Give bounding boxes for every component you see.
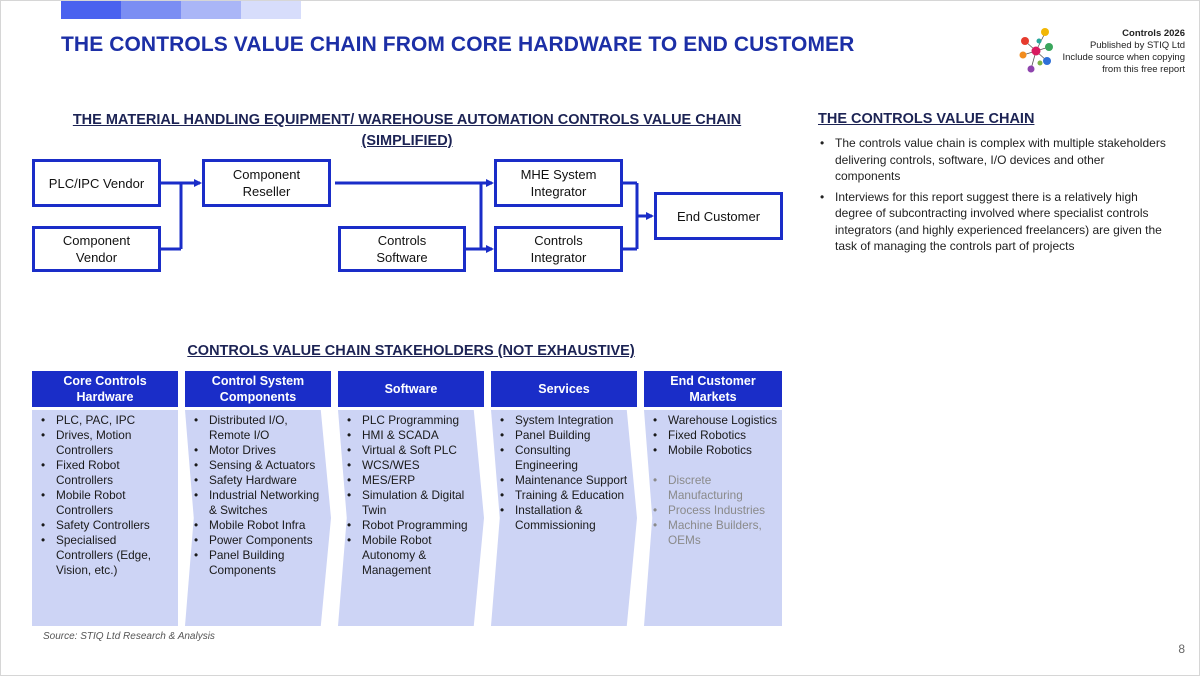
page-title: THE CONTROLS VALUE CHAIN FROM CORE HARDW…	[61, 33, 855, 56]
list-item: Interviews for this report suggest there…	[818, 189, 1168, 255]
branding-line: from this free report	[1102, 64, 1185, 75]
node-label: Reseller	[242, 184, 291, 199]
column-items: PLC, PAC, IPC Drives, Motion Controllers…	[38, 413, 172, 578]
list-item: Power Components	[191, 533, 325, 548]
column-header-line: Software	[384, 382, 438, 396]
column-items: Distributed I/O, Remote I/O Motor Drives…	[191, 413, 325, 578]
list-item-secondary: Machine Builders, OEMs	[650, 518, 784, 548]
list-item-secondary: Process Industries	[650, 503, 784, 518]
list-item: Safety Controllers	[38, 518, 172, 533]
color-bar-segment	[61, 1, 121, 19]
right-panel-title: THE CONTROLS VALUE CHAIN	[818, 111, 1035, 127]
branding-line: Controls 2026	[1122, 28, 1185, 39]
column-header-line: Components	[219, 390, 297, 404]
flow-title-line: THE MATERIAL HANDLING EQUIPMENT/ WAREHOU…	[72, 112, 742, 128]
column-items: System Integration Panel Building Consul…	[497, 413, 631, 533]
list-item: Panel Building Components	[191, 548, 325, 578]
page-number: 8	[1178, 642, 1185, 656]
list-item: PLC, PAC, IPC	[38, 413, 172, 428]
list-item: Consulting Engineering	[497, 443, 631, 473]
list-item: Safety Hardware	[191, 473, 325, 488]
list-item: Motor Drives	[191, 443, 325, 458]
list-item: Simulation & Digital Twin	[344, 488, 478, 518]
column-items: Warehouse Logistics Fixed Robotics Mobil…	[650, 413, 784, 548]
list-item: HMI & SCADA	[344, 428, 478, 443]
list-item: Maintenance Support	[497, 473, 631, 488]
list-item: WCS/WES	[344, 458, 478, 473]
list-item: Mobile Robot Controllers	[38, 488, 172, 518]
column-header-line: Services	[538, 382, 590, 396]
node-end-customer: End Customer	[654, 192, 783, 240]
list-item: Industrial Networking & Switches	[191, 488, 325, 518]
node-label: Vendor	[75, 250, 118, 265]
node-label: Controls	[377, 233, 427, 248]
column-header-line: Markets	[689, 390, 737, 404]
node-label: End Customer	[676, 208, 761, 224]
branding-block: Controls 2026 Published by STIQ Ltd Incl…	[1062, 28, 1185, 76]
top-color-bar	[61, 1, 301, 19]
list-item: Fixed Robot Controllers	[38, 458, 172, 488]
node-label: PLC/IPC Vendor	[48, 175, 145, 191]
list-item: MES/ERP	[344, 473, 478, 488]
stakeholder-column-software: Software PLC Programming HMI & SCADA Vir…	[338, 371, 484, 626]
list-item: The controls value chain is complex with…	[818, 135, 1168, 185]
stiq-logo-icon	[1019, 28, 1053, 73]
list-item: Mobile Robot Infra	[191, 518, 325, 533]
list-item: Drives, Motion Controllers	[38, 428, 172, 458]
column-header: Software	[338, 371, 484, 407]
list-item-secondary: Discrete Manufacturing	[650, 473, 784, 503]
list-item: Sensing & Actuators	[191, 458, 325, 473]
column-header-line: Control System	[211, 374, 305, 388]
list-item: Panel Building	[497, 428, 631, 443]
list-item: Installation & Commissioning	[497, 503, 631, 533]
stakeholder-column-services: Services System Integration Panel Buildi…	[491, 371, 637, 626]
stakeholders-title: CONTROLS VALUE CHAIN STAKEHOLDERS (NOT E…	[187, 343, 635, 359]
column-header: Services	[491, 371, 637, 407]
right-panel-bullets: The controls value chain is complex with…	[818, 135, 1168, 259]
column-header-line: End Customer	[670, 374, 756, 388]
column-items: PLC Programming HMI & SCADA Virtual & So…	[344, 413, 478, 578]
list-item: Mobile Robot Autonomy & Management	[344, 533, 478, 578]
node-label: Component	[62, 233, 131, 248]
node-label: MHE System	[520, 167, 597, 182]
list-item: Mobile Robotics	[650, 443, 784, 458]
list-item: Specialised Controllers (Edge, Vision, e…	[38, 533, 172, 578]
list-item: Training & Education	[497, 488, 631, 503]
branding-line: Include source when copying	[1062, 52, 1185, 63]
flow-title: THE MATERIAL HANDLING EQUIPMENT/ WAREHOU…	[61, 110, 753, 152]
node-plc-ipc-vendor: PLC/IPC Vendor	[32, 159, 161, 207]
list-item: Fixed Robotics	[650, 428, 784, 443]
flow-title-line: (SIMPLIFIED)	[361, 133, 453, 149]
list-item: PLC Programming	[344, 413, 478, 428]
column-header-line: Hardware	[76, 390, 134, 404]
list-item: Warehouse Logistics	[650, 413, 784, 428]
list-item: System Integration	[497, 413, 631, 428]
color-bar-segment	[121, 1, 181, 19]
column-header-line: Core Controls	[63, 374, 147, 388]
source-note: Source: STIQ Ltd Research & Analysis	[43, 631, 215, 642]
branding-line: Published by STIQ Ltd	[1089, 40, 1185, 51]
list-item: Virtual & Soft PLC	[344, 443, 478, 458]
node-label: Software	[376, 250, 428, 265]
color-bar-segment	[241, 1, 301, 19]
list-item: Distributed I/O, Remote I/O	[191, 413, 325, 443]
node-label: Component	[232, 167, 301, 182]
node-label: Integrator	[530, 250, 587, 265]
node-label: Integrator	[530, 184, 587, 199]
node-label: Controls	[534, 233, 583, 248]
list-item: Robot Programming	[344, 518, 478, 533]
color-bar-segment	[181, 1, 241, 19]
